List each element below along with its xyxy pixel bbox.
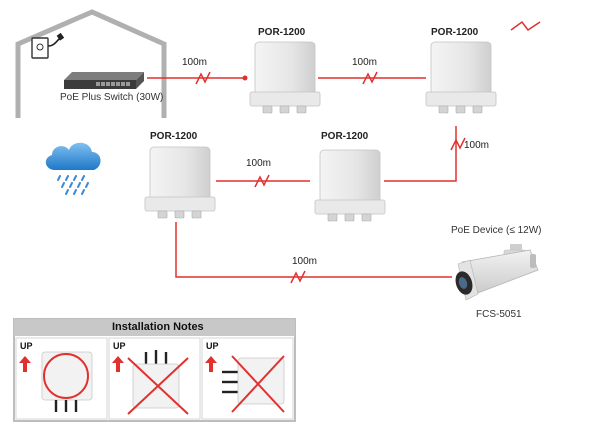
link-distance-3: 100m — [464, 140, 490, 151]
link-distance-2: 100m — [352, 57, 378, 68]
bullet-camera — [455, 244, 539, 301]
surge-lightning-icon — [195, 20, 541, 284]
panel-2-up-label: UP — [113, 341, 126, 351]
device-label-1: POR-1200 — [258, 27, 306, 38]
camera-label: PoE Device (≤ 12W) — [451, 225, 542, 236]
device-label-2: POR-1200 — [431, 27, 479, 38]
panel-3-up-label: UP — [206, 341, 219, 351]
rain-cloud-icon — [45, 142, 101, 195]
cable-lines — [147, 77, 457, 278]
por-1200-enclosure-4 — [314, 149, 386, 222]
wrong-orientation-side-icon — [222, 355, 285, 413]
link-distance-4: 100m — [246, 158, 272, 169]
camera-model: FCS-5051 — [476, 309, 522, 320]
link-distance-5: 100m — [292, 256, 318, 267]
device-label-3: POR-1200 — [150, 131, 198, 142]
por-1200-enclosure-3 — [144, 146, 216, 219]
house-outline — [15, 9, 167, 118]
cable-junction-dot — [242, 75, 248, 81]
panel-1-up-label: UP — [20, 341, 33, 351]
switch-label: PoE Plus Switch (30W) — [60, 92, 164, 103]
installation-notes-title: Installation Notes — [112, 321, 204, 333]
power-outlet-icon — [31, 32, 65, 59]
device-label-4: POR-1200 — [321, 131, 369, 142]
por-1200-enclosure-1 — [249, 41, 321, 114]
correct-orientation-icon — [41, 351, 93, 412]
por-1200-enclosure-2 — [425, 41, 497, 114]
link-distance-1: 100m — [182, 57, 208, 68]
wrong-orientation-up-icon — [127, 350, 189, 415]
up-arrow-icon — [19, 356, 217, 372]
poe-switch — [64, 72, 144, 89]
